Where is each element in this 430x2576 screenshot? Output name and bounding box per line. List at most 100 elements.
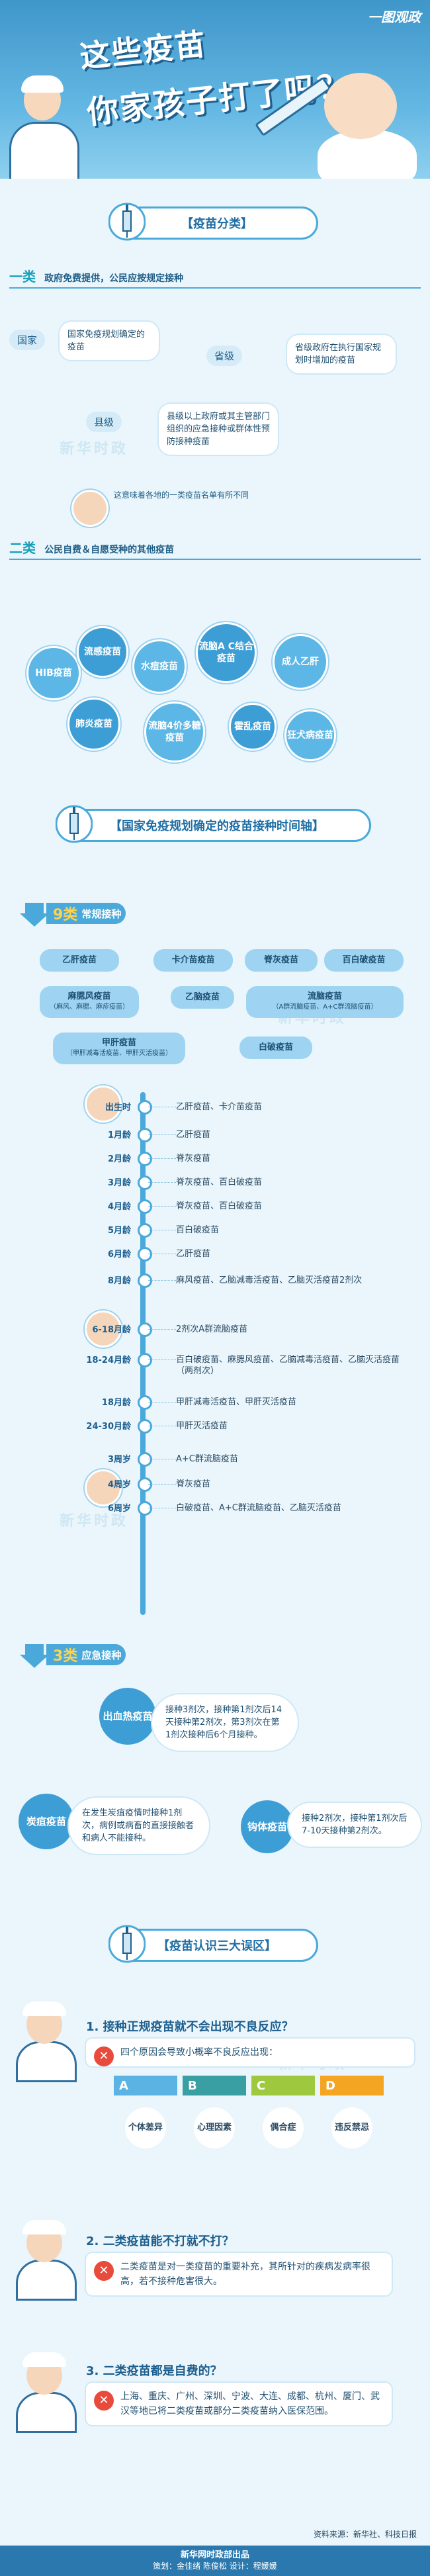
timeline-age: 8月龄 bbox=[107, 1276, 131, 1286]
timeline-dot bbox=[138, 1175, 152, 1190]
timeline-age: 6-18月龄 bbox=[92, 1325, 131, 1335]
title-line1: 这些疫苗 bbox=[78, 26, 208, 75]
timeline-dot bbox=[138, 1273, 152, 1288]
doctor-avatar bbox=[16, 2220, 77, 2301]
vaccine-pill: 乙脑疫苗 bbox=[171, 986, 234, 1009]
emergency-desc-leptospira: 接种2剂次，接种第1剂次后7-10天接种第2剂次。 bbox=[288, 1803, 421, 1847]
vaccine-mening-ac: 流脑A C结合疫苗 bbox=[196, 622, 257, 683]
header: 一图观政 这些疫苗 你家孩子打了吗？ bbox=[0, 0, 430, 179]
timeline-age: 18-24月龄 bbox=[86, 1356, 131, 1365]
timeline-vaccines: 乙肝疫苗、卡介苗疫苗 bbox=[176, 1102, 263, 1112]
emergency-desc-anthrax: 在发生炭疽疫情时接种1剂次，病例或病畜的直接接触者和病人不能接种。 bbox=[69, 1798, 209, 1854]
timeline-age: 3月龄 bbox=[107, 1178, 131, 1188]
timeline-age: 4月龄 bbox=[107, 1202, 131, 1212]
timeline-vaccines: 2剂次A群流脑疫苗 bbox=[176, 1324, 248, 1334]
timeline-vaccines: 脊灰疫苗、百白破疫苗 bbox=[176, 1201, 263, 1211]
timeline-connector bbox=[148, 1402, 176, 1403]
timeline-dot bbox=[138, 1322, 152, 1337]
timeline-age: 3周岁 bbox=[107, 1455, 131, 1465]
timeline-vaccines: 乙肝疫苗 bbox=[176, 1249, 211, 1259]
vaccine-pill: 脊灰疫苗 bbox=[245, 949, 318, 972]
myth-answer-1: ✕ 四个原因会导致小概率不良反应出现： bbox=[86, 2039, 414, 2066]
timeline-dot bbox=[138, 1128, 152, 1142]
watermark: 新华时政 bbox=[60, 1513, 129, 1530]
timeline-vaccines: 甲肝减毒活疫苗、甲肝灭活疫苗 bbox=[176, 1397, 297, 1407]
timeline-vaccines: 麻风疫苗、乙脑减毒活疫苗、乙脑灭活疫苗2剂次 bbox=[176, 1275, 363, 1285]
timeline-vaccines: 脊灰疫苗 bbox=[176, 1154, 211, 1164]
vaccine-pill: 甲肝疫苗（甲肝减毒活疫苗、甲肝灭活疫苗） bbox=[53, 1033, 185, 1064]
vaccine-mening-4: 流脑4价多糖疫苗 bbox=[144, 702, 205, 762]
timeline-connector bbox=[148, 1206, 176, 1207]
divider bbox=[9, 559, 421, 560]
myth-question-3: 3. 二类疫苗都是自费的？ bbox=[86, 2364, 222, 2378]
category-one-bar: 一类 政府免费提供，公民应按规定接种 bbox=[9, 269, 184, 285]
brand-logo: 一图观政 bbox=[368, 9, 421, 25]
vaccine-cholera: 霍乱疫苗 bbox=[229, 703, 277, 751]
category-one-note: 这意味着各地的一类疫苗名单有所不同 bbox=[114, 490, 249, 500]
timeline-age: 6周岁 bbox=[107, 1504, 131, 1514]
toddler-avatar bbox=[85, 1311, 122, 1348]
vaccine-hib: HIB疫苗 bbox=[26, 646, 81, 700]
desc-county: 县级以上政府或其主管部门组织的应急接种或群体性预防接种疫苗 bbox=[159, 404, 278, 455]
doctor-avatar bbox=[16, 2001, 77, 2082]
routine-header: 9类常规接种 bbox=[20, 900, 126, 927]
child-avatar bbox=[85, 1469, 122, 1506]
timeline-age: 2月龄 bbox=[107, 1154, 131, 1164]
myth-answer-3: ✕ 上海、重庆、广州、深圳、宁波、大连、成都、杭州、厦门、武汉等地已将二类疫苗或… bbox=[86, 2383, 392, 2425]
timeline-age: 出生时 bbox=[105, 1103, 131, 1113]
vaccine-pneumonia: 肺炎疫苗 bbox=[67, 698, 120, 751]
vaccine-pill: 白破疫苗 bbox=[239, 1036, 312, 1059]
baby-avatar bbox=[85, 1085, 122, 1123]
syringe-icon bbox=[108, 203, 146, 241]
footer: 新华网时政部出品 策划：金佳绪 陈俊松 设计：程媛媛 bbox=[0, 2546, 430, 2576]
doctor-avatar bbox=[16, 2352, 77, 2433]
syringe-icon bbox=[56, 805, 93, 843]
timeline-dot bbox=[138, 1419, 152, 1434]
vaccine-varicella: 水痘疫苗 bbox=[132, 639, 187, 694]
vaccine-pill: 乙肝疫苗 bbox=[40, 949, 119, 972]
arrow-down-icon bbox=[20, 903, 49, 927]
myth-answer-2: ✕ 二类疫苗是对一类疫苗的重要补充，其所针对的疾病发病率很高，若不接种危害很大。 bbox=[86, 2253, 392, 2295]
timeline-dot bbox=[138, 1100, 152, 1115]
vaccine-pill: 百白破疫苗 bbox=[324, 949, 404, 972]
timeline-age: 24-30月龄 bbox=[86, 1422, 131, 1432]
section-banner-classification: 【疫苗分类】 bbox=[108, 203, 318, 241]
doctor-avatar bbox=[71, 490, 108, 527]
timeline-vaccines: 脊灰疫苗、百白破疫苗 bbox=[176, 1177, 263, 1187]
emergency-desc-hemorrhagic: 接种3剂次，接种第1剂次后14天接种第2剂次，第3剂次在第1剂次接种后6个月接种… bbox=[152, 1694, 298, 1751]
desc-provincial: 省级政府在执行国家规划时增加的疫苗 bbox=[287, 335, 396, 373]
timeline-age: 18月龄 bbox=[101, 1398, 131, 1408]
tag-national: 国家 bbox=[9, 330, 46, 350]
timeline-vaccines: 乙肝疫苗 bbox=[176, 1130, 211, 1140]
timeline-age: 5月龄 bbox=[107, 1226, 131, 1236]
timeline-dot bbox=[138, 1452, 152, 1467]
arrow-down-icon bbox=[20, 1644, 49, 1668]
timeline-dot bbox=[138, 1477, 152, 1492]
source-note: 资料来源：新华社、科技日报 bbox=[313, 2530, 417, 2539]
vaccine-rabies: 狂犬病疫苗 bbox=[284, 710, 336, 761]
footer-credits: 策划：金佳绪 陈俊松 设计：程媛媛 bbox=[153, 2561, 277, 2571]
watermark: 新华时政 bbox=[60, 441, 129, 457]
tag-county: 县级 bbox=[86, 412, 122, 432]
timeline-dot bbox=[138, 1223, 152, 1238]
timeline-age: 4周岁 bbox=[107, 1480, 131, 1490]
timeline-dot bbox=[138, 1199, 152, 1214]
vaccine-pill: 卡介苗疫苗 bbox=[153, 949, 233, 972]
timeline-vaccines: 百白破疫苗 bbox=[176, 1225, 220, 1235]
cross-icon: ✕ bbox=[94, 2261, 114, 2281]
doctor-illustration bbox=[9, 75, 79, 179]
timeline-vaccines: 脊灰疫苗 bbox=[176, 1479, 211, 1489]
timeline-age: 1月龄 bbox=[107, 1130, 131, 1140]
vaccine-pill: 流脑疫苗（A群流脑疫苗、A+C群流脑疫苗） bbox=[246, 986, 404, 1018]
cross-icon: ✕ bbox=[94, 2047, 114, 2066]
timeline-dot bbox=[138, 1353, 152, 1367]
timeline-connector bbox=[148, 1280, 176, 1281]
myth-question-2: 2. 二类疫苗能不打就不打？ bbox=[86, 2234, 234, 2248]
timeline-age: 6月龄 bbox=[107, 1250, 131, 1260]
timeline-connector bbox=[148, 1359, 176, 1360]
vaccine-flu: 流感疫苗 bbox=[77, 626, 128, 678]
emergency-vaccine-anthrax: 炭疽疫苗 bbox=[19, 1794, 74, 1849]
timeline-vaccines: A+C群流脑疫苗 bbox=[176, 1454, 238, 1464]
timeline-connector bbox=[148, 1182, 176, 1183]
